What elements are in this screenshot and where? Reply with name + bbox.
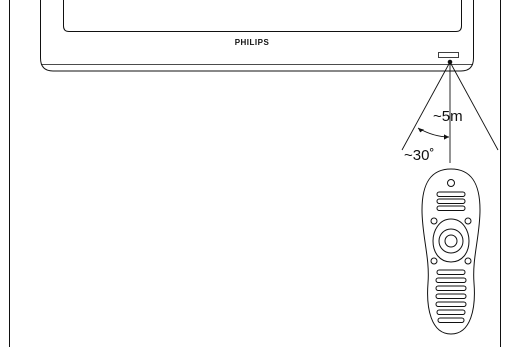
beam-right-line [449, 61, 499, 151]
remote-key-top-2 [436, 198, 466, 204]
tv-brand-logo: PHILIPS [234, 38, 270, 47]
angle-label: ~30˚ [404, 147, 435, 164]
angle-arrow-right [444, 134, 449, 140]
remote-button-lower-left [430, 257, 438, 265]
remote-ok-button [444, 234, 458, 248]
remote-button-upper-left [430, 217, 438, 225]
remote-key-bottom-4 [435, 293, 467, 299]
remote-body [421, 168, 481, 335]
remote-dpad-inner [438, 228, 464, 254]
ir-beam [401, 59, 499, 163]
remote-button-upper-right [464, 217, 472, 225]
ir-sensor-icon [438, 52, 459, 58]
tv-screen-bezel [63, 0, 462, 32]
angle-arrow-left [418, 128, 424, 133]
remote-key-bottom-6 [436, 309, 466, 315]
beam-left-line [401, 61, 451, 151]
remote-key-top-1 [436, 191, 466, 197]
remote-power-button [447, 179, 455, 187]
remote-key-bottom-3 [435, 285, 467, 291]
remote-key-bottom-7 [437, 317, 465, 323]
remote-key-bottom-1 [436, 269, 466, 275]
remote-key-bottom-5 [435, 301, 467, 307]
tv-outer-frame [40, 0, 474, 72]
remote-key-bottom-2 [435, 277, 467, 283]
remote-dpad-ring [432, 218, 470, 263]
remote-key-top-3 [436, 205, 466, 211]
tv-set [40, 0, 474, 72]
remote-control-icon [421, 168, 481, 335]
distance-label: ~5m [433, 108, 463, 125]
remote-button-lower-right [464, 257, 472, 265]
